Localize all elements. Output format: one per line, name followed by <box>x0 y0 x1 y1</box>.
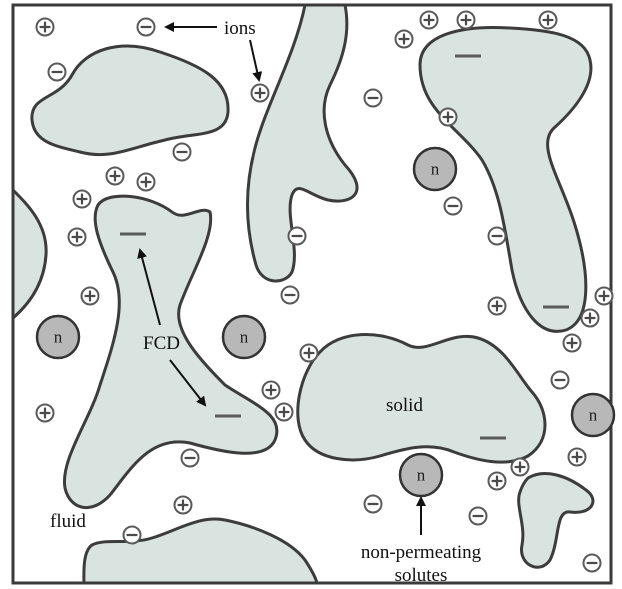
negative-ion-icon <box>138 19 155 36</box>
negative-ion-icon <box>445 198 462 215</box>
positive-ion-icon <box>489 473 506 490</box>
positive-ion-icon <box>138 174 155 191</box>
negative-ion-icon <box>49 64 66 81</box>
positive-ion-icon <box>396 31 413 48</box>
solute-label: n <box>54 328 63 347</box>
positive-ion-icon <box>301 345 318 362</box>
non-permeating-solute: n <box>414 148 456 190</box>
solid-region <box>519 474 593 568</box>
positive-ion-icon <box>252 85 269 102</box>
positive-ion-icon <box>421 12 438 29</box>
ions-label: ions <box>224 18 256 39</box>
negative-ion-icon <box>552 372 569 389</box>
negative-ion-icon <box>470 508 487 525</box>
negative-ion-icon <box>282 287 299 304</box>
negative-ion-icon <box>365 496 382 513</box>
negative-ion-icon <box>489 228 506 245</box>
positive-ion-icon <box>263 382 280 399</box>
positive-ion-icon <box>37 405 54 422</box>
positive-ion-icon <box>107 168 124 185</box>
solutes-label: solutes <box>395 565 448 586</box>
positive-ion-icon <box>512 459 529 476</box>
ions-arrow-down <box>250 40 259 80</box>
solid-region <box>13 190 46 318</box>
non-permeating-label: non-permeating <box>361 542 482 563</box>
non-permeating-solute: n <box>37 316 79 358</box>
negative-ion-icon <box>365 90 382 107</box>
positive-ion-icon <box>540 12 557 29</box>
positive-ion-icon <box>440 109 457 126</box>
fluid-label: fluid <box>50 511 86 532</box>
positive-ion-icon <box>82 288 99 305</box>
negative-ion-icon <box>584 555 601 572</box>
negative-ion-icon <box>174 144 191 161</box>
non-permeating-solute: n <box>572 394 614 436</box>
solid-region <box>32 46 228 155</box>
fcd-label: FCD <box>143 333 180 354</box>
positive-ion-icon <box>276 404 293 421</box>
positive-ion-icon <box>596 288 613 305</box>
negative-ion-icon <box>124 527 141 544</box>
positive-ion-icon <box>74 191 91 208</box>
negative-ion-icon <box>289 228 306 245</box>
positive-ion-icon <box>564 335 581 352</box>
negative-ion-icon <box>182 450 199 467</box>
solute-label: n <box>417 466 426 485</box>
positive-ion-icon <box>69 229 86 246</box>
solute-label: n <box>431 160 440 179</box>
positive-ion-icon <box>582 310 599 327</box>
positive-ion-icon <box>175 497 192 514</box>
positive-ion-icon <box>458 12 475 29</box>
solid-region <box>84 519 318 589</box>
solid-label: solid <box>386 395 423 416</box>
positive-ion-icon <box>37 19 54 36</box>
solute-label: n <box>589 406 598 425</box>
positive-ion-icon <box>489 298 506 315</box>
non-permeating-solute: n <box>223 316 265 358</box>
positive-ion-icon <box>569 449 586 466</box>
solid-regions <box>13 5 593 589</box>
non-permeating-solute: n <box>400 454 442 496</box>
solute-label: n <box>240 328 249 347</box>
